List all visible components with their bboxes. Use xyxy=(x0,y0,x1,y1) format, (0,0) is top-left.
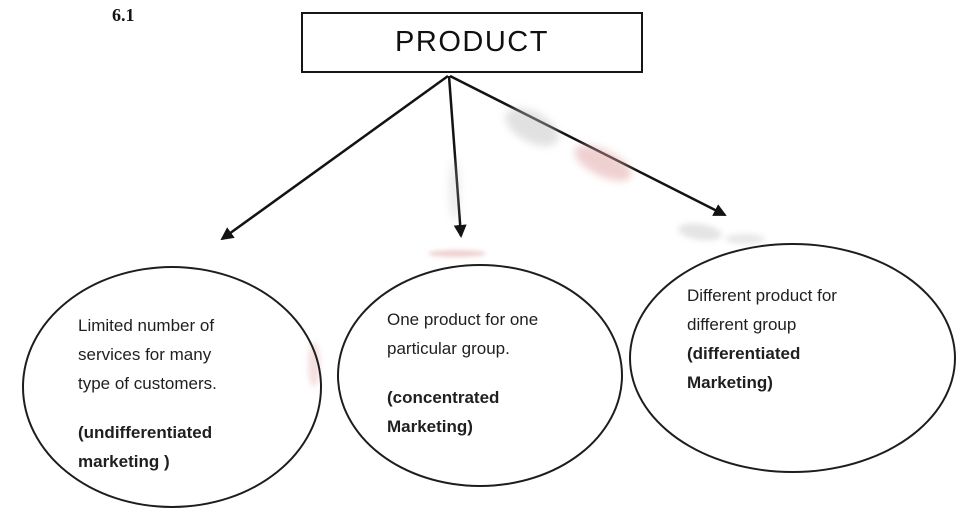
node-undifferentiated-marketing: Limited number of services for many type… xyxy=(22,266,322,508)
scan-smudge xyxy=(499,100,565,154)
node-desc-line: different group xyxy=(687,315,797,334)
scan-smudge xyxy=(449,160,460,220)
node-desc-line: particular group. xyxy=(387,339,510,358)
node-term-line: Marketing) xyxy=(387,417,473,436)
product-node-label: PRODUCT xyxy=(395,26,549,58)
node-desc-line: Limited number of xyxy=(78,316,215,335)
figure-label: 6.1 xyxy=(112,5,135,25)
node-desc-line: services for many xyxy=(78,345,212,364)
node-concentrated-marketing: One product for one particular group. (c… xyxy=(337,264,623,487)
node-term-line: (differentiated xyxy=(687,344,801,363)
arrow-to-concentrated xyxy=(447,75,467,238)
scan-smudge xyxy=(677,221,723,243)
scan-smudge xyxy=(725,234,765,244)
node-term-line: (concentrated xyxy=(387,388,500,407)
scan-smudge xyxy=(569,137,637,189)
arrow-to-undifferentiated xyxy=(220,74,449,241)
node-term-line: Marketing) xyxy=(687,373,773,392)
arrow-to-differentiated xyxy=(449,74,727,217)
node-differentiated-marketing: Different product for different group (d… xyxy=(629,243,956,473)
node-desc-line: Different product for xyxy=(687,286,837,305)
node-concentrated-text: One product for one particular group. (c… xyxy=(387,305,538,441)
node-undifferentiated-text: Limited number of services for many type… xyxy=(78,311,217,476)
node-desc-line: One product for one xyxy=(387,310,539,329)
node-term-line: (undifferentiated xyxy=(78,423,213,442)
node-differentiated-text: Different product for different group (d… xyxy=(687,281,837,397)
product-node: PRODUCT xyxy=(301,12,643,73)
scan-smudge xyxy=(428,250,486,257)
node-term-line: marketing ) xyxy=(78,452,170,471)
node-desc-line: type of customers. xyxy=(78,374,217,393)
